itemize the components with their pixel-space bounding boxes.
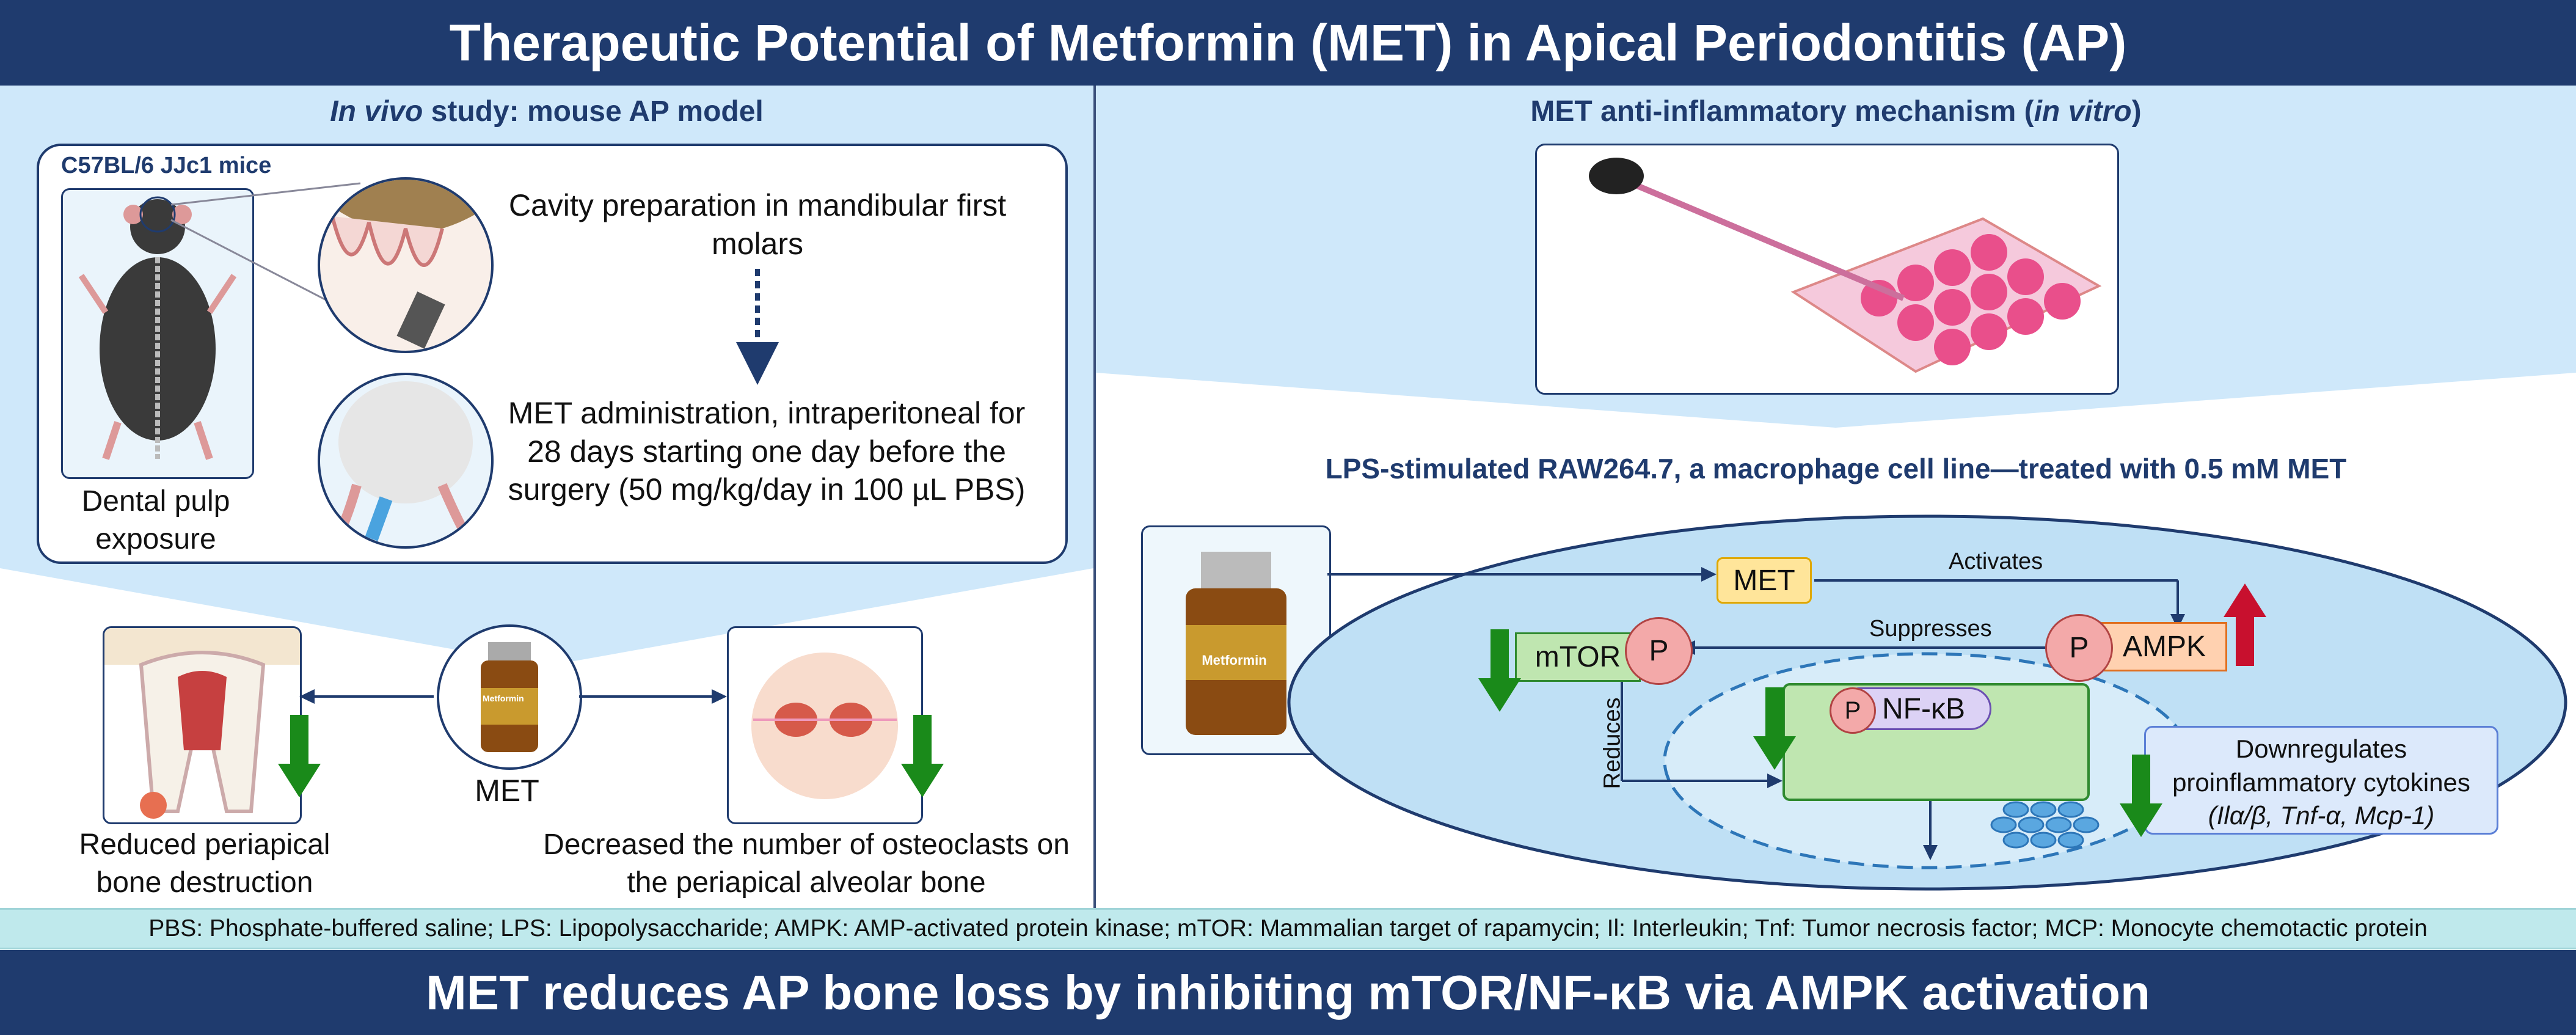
down-arrow-osteoclast [901,715,944,797]
injection-image [318,373,494,549]
downregulates-line1: Downregulates [2235,734,2407,763]
step-cavity-preparation: Cavity preparation in mandibular first m… [508,188,1007,261]
tooth-icon [104,628,300,819]
cell-line-title: LPS-stimulated RAW264.7, a macrophage ce… [1325,453,2347,485]
right-panel-title: MET anti-inflammatory mechanism (in vitr… [1096,95,2576,128]
title-italic: in vitro [2034,95,2132,128]
reduces-label: Reduces [1599,697,1626,789]
vertical-divider [1093,86,1096,908]
well-plate-image [1535,144,2119,395]
bottle-label: Metformin [1202,653,1267,668]
down-arrow-bone [278,715,321,797]
down-arrow-cytokines [2120,755,2162,837]
title-italic: In vivo [330,95,423,128]
met-arrows [299,689,727,704]
title-rest: study: mouse AP model [423,95,764,128]
title-banner: Therapeutic Potential of Metformin (MET)… [0,0,2576,86]
downregulates-box: Downregulates proinflammatory cytokines … [2144,726,2498,835]
met-node: MET [1717,557,1812,604]
well-plate-icon [1589,158,2102,373]
conclusion-banner: MET reduces AP bone loss by inhibiting m… [0,950,2576,1035]
bottle-label-small: Metformin [483,693,524,703]
outcome-osteoclasts: Decreased the number of osteoclasts on t… [543,828,1070,899]
cytokine-list: (Ilα/β, Tnf-α, Mcp-1) [2208,801,2435,830]
met-bottle-icon [481,642,538,752]
mouse-image [61,188,254,479]
mouse-caption: Dental pulp exposure [81,485,230,556]
activates-label: Activates [1949,549,2043,574]
suppresses-label: Suppresses [1869,616,1992,642]
step-arrow [736,269,779,385]
abbreviations-bar: PBS: Phosphate-buffered saline; LPS: Lip… [0,908,2576,949]
title-end: ) [2131,95,2142,128]
osteoclast-icon [751,653,898,799]
mouse-strain-label: C57BL/6 JJc1 mice [61,153,272,178]
met-label: MET [475,774,539,808]
teeth-icon [320,180,491,349]
osteoclast-image [727,626,923,824]
left-panel-title: In vivo study: mouse AP model [0,95,1093,128]
down-arrow-nfkb [1753,687,1796,770]
step-met-administration: MET administration, intraperitoneal for … [508,396,1026,507]
tooth-image [103,626,302,824]
conclusion-text: MET reduces AP bone loss by inhibiting m… [426,965,2150,1020]
mtor-phospho: P [1625,617,1693,685]
abbreviations-text: PBS: Phosphate-buffered saline; LPS: Lip… [148,915,2428,942]
mouse-icon [78,196,237,460]
downregulates-line2: proinflammatory cytokines [2172,767,2470,797]
up-arrow-ampk [2224,583,2266,666]
teeth-zoom-image [318,177,494,353]
nfkb-phospho: P [1830,687,1876,734]
ampk-phospho: P [2045,614,2113,682]
page-title: Therapeutic Potential of Metformin (MET)… [449,13,2127,71]
ampk-node: AMPK [2101,622,2227,671]
title-rest: MET anti-inflammatory mechanism ( [1530,95,2034,128]
down-arrow-mtor [1478,629,1521,712]
outcome-bone-destruction: Reduced periapical bone destruction [79,828,330,899]
mtor-node: mTOR [1515,632,1641,682]
metformin-bottle-icon [1186,552,1286,735]
